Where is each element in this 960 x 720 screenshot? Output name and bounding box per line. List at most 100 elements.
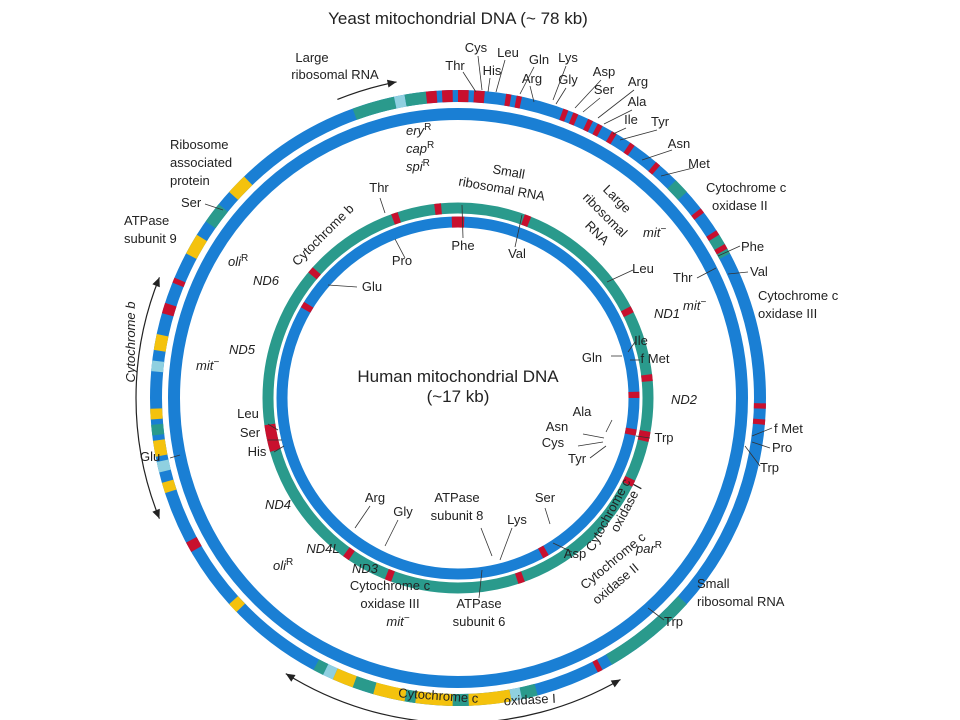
yeast-label-ser: Ser xyxy=(594,82,615,97)
leader-line xyxy=(582,97,601,113)
human-label-srrna-1: Small xyxy=(491,161,526,181)
yeast-label-par: parR xyxy=(635,540,662,556)
leader-line xyxy=(627,341,636,353)
human-label-nd6: ND6 xyxy=(253,273,280,288)
human-outer-segment xyxy=(641,374,653,382)
human-inner-segment xyxy=(538,545,549,559)
leader-line xyxy=(751,427,773,437)
yeast-outer-segment xyxy=(568,112,579,126)
yeast-label-rap-3: protein xyxy=(170,173,210,188)
leader-line xyxy=(555,87,567,105)
yeast-outer-segment xyxy=(229,596,246,612)
yeast-outer-segment xyxy=(151,423,165,436)
leader-line xyxy=(589,445,607,459)
yeast-outer-segment xyxy=(313,659,329,675)
yeast-label-mit-right2: mit− xyxy=(683,297,706,313)
human-label-tyr: Tyr xyxy=(568,451,587,466)
yeast-outer-segment xyxy=(519,683,538,700)
human-outer-segment xyxy=(620,306,634,318)
yeast-label-mit-right1: mit− xyxy=(643,224,666,240)
leader-line xyxy=(641,149,673,161)
human-label-nd4: ND4 xyxy=(265,497,291,512)
yeast-label-cap: capR xyxy=(406,140,434,156)
arrow-large-rrna xyxy=(337,81,397,101)
human-label-ala: Ala xyxy=(573,404,593,419)
yeast-label-glu-left: Glu xyxy=(140,449,160,464)
human-inner-segment xyxy=(300,301,314,313)
human-label-atp8-1: ATPase xyxy=(434,490,479,505)
yeast-outer-segment xyxy=(352,676,377,695)
yeast-outer-segment xyxy=(623,142,635,156)
human-label-nd3: ND3 xyxy=(352,561,379,576)
yeast-outer-segment xyxy=(592,659,603,673)
human-label-val: Val xyxy=(508,246,526,261)
yeast-outer-segment xyxy=(229,176,253,200)
yeast-label-large-2: ribosomal RNA xyxy=(291,67,379,82)
yeast-outer-segment xyxy=(714,243,728,255)
leader-line xyxy=(552,65,567,101)
leader-line xyxy=(544,507,551,525)
yeast-label-large-1: Large xyxy=(295,50,328,65)
leader-line xyxy=(612,127,627,135)
leader-line xyxy=(379,197,386,214)
human-label-cys: Cys xyxy=(542,435,565,450)
yeast-outer-segment xyxy=(404,689,417,704)
human-outer-segment xyxy=(384,569,395,582)
yeast-outer-segment xyxy=(153,333,169,352)
yeast-label-arg1: Arg xyxy=(522,71,542,86)
leader-line xyxy=(495,59,506,93)
leader-line xyxy=(480,527,493,557)
yeast-label-met: Met xyxy=(688,156,710,171)
leader-line xyxy=(384,519,399,547)
yeast-outer-segment xyxy=(161,302,177,317)
yeast-label-cox2-1: Cytochrome c xyxy=(706,180,787,195)
yeast-label-ery: eryR xyxy=(406,122,431,138)
yeast-label-cox3-1: Cytochrome c xyxy=(758,288,839,303)
yeast-label-ala: Ala xyxy=(628,94,648,109)
yeast-outer-segment xyxy=(172,277,186,288)
yeast-label-cox3-2: oxidase III xyxy=(758,306,817,321)
human-inner-segment xyxy=(624,427,637,436)
human-outer-segment xyxy=(521,214,532,227)
yeast-outer-segment xyxy=(150,408,163,420)
human-label-nd2: ND2 xyxy=(671,392,698,407)
leader-line xyxy=(462,71,477,93)
yeast-outer-segment xyxy=(373,682,407,702)
leader-line xyxy=(487,77,491,93)
human-label-pro: Pro xyxy=(392,253,412,268)
leader-line xyxy=(597,89,635,119)
yeast-label-mit-bottom: mit− xyxy=(386,613,409,629)
yeast-label-leu: Leu xyxy=(497,45,519,60)
human-outer-segment xyxy=(637,430,651,442)
human-outer-segment xyxy=(391,212,402,225)
human-outer-segment xyxy=(622,475,636,487)
yeast-ring-inner xyxy=(168,108,748,688)
yeast-label-tyr: Tyr xyxy=(651,114,670,129)
human-label-nd1: ND1 xyxy=(654,306,680,321)
yeast-label-thr: Thr xyxy=(445,58,465,73)
arrow-arcs xyxy=(135,79,621,720)
yeast-label-atp9-2: subunit 9 xyxy=(124,231,177,246)
yeast-outer-segment xyxy=(352,96,397,120)
yeast-outer-segment xyxy=(161,479,177,494)
human-label-asp: Asp xyxy=(564,546,586,561)
yeast-label-cox1-1: Cytochrome c xyxy=(398,685,480,706)
leader-line xyxy=(461,204,464,239)
yeast-outer-segment xyxy=(468,689,512,706)
human-outer-segment xyxy=(343,547,355,561)
yeast-label-cox3b-2: oxidase III xyxy=(360,596,419,611)
yeast-outer-segment xyxy=(709,234,730,260)
yeast-label-arg2: Arg xyxy=(628,74,648,89)
yeast-label-cytb: Cytochrome b xyxy=(123,302,138,383)
yeast-label-asn: Asn xyxy=(668,136,690,151)
yeast-label-lys: Lys xyxy=(558,50,578,65)
leader-line xyxy=(552,542,573,553)
yeast-label-fmet: f Met xyxy=(774,421,803,436)
human-label-asn: Asn xyxy=(546,419,568,434)
leader-line xyxy=(751,441,771,449)
yeast-label-phe: Phe xyxy=(741,239,764,254)
leader-line xyxy=(717,245,741,257)
yeast-label-mit-left: mit− xyxy=(196,357,219,373)
arrow-cox1 xyxy=(285,673,621,720)
